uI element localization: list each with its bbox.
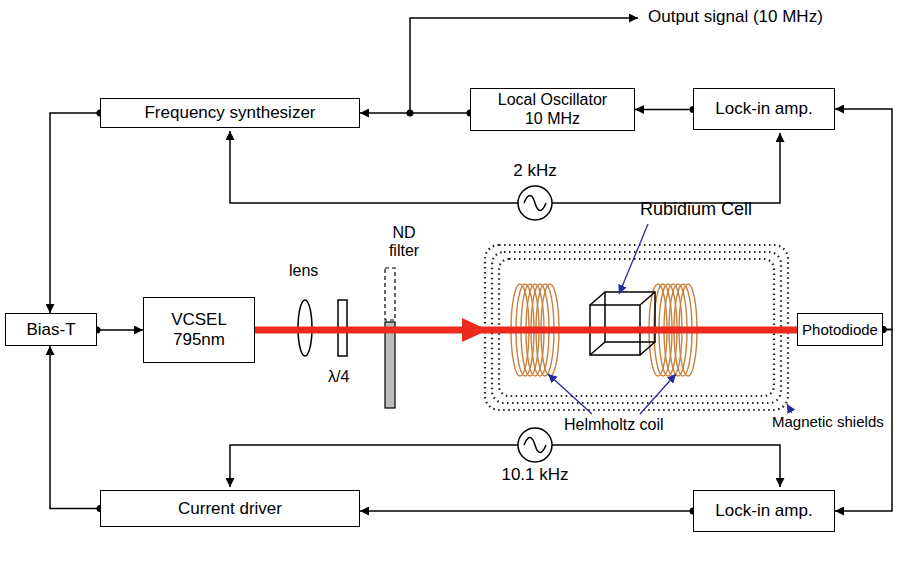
driver-box: Current driver (100, 490, 360, 527)
detector-box: Photodiode (797, 313, 883, 346)
nd-filter-in (385, 322, 395, 408)
reference-wire (552, 133, 780, 203)
box-label: Bias-T (26, 320, 75, 340)
lockin-box: Lock-in amp. (693, 88, 835, 130)
frequency-label: 2 kHz (505, 162, 565, 181)
signal-wire (360, 112, 470, 114)
nd-filter-out (385, 268, 395, 320)
bias-tee-box: Bias-T (5, 313, 97, 346)
leader-line (787, 404, 792, 413)
leader-line (548, 374, 592, 414)
signal-wire (97, 329, 143, 331)
oscillator-box: Local Oscillator 10 MHz (470, 88, 635, 131)
box-label: Lock-in amp. (715, 99, 812, 119)
modulation-wire (230, 131, 518, 203)
laser-box: VCSEL 795nm (143, 297, 255, 363)
reference-wire (552, 445, 780, 487)
box-label: Lock-in amp. (715, 501, 812, 521)
sine-symbol (524, 438, 546, 453)
laser-beam (255, 327, 797, 334)
modulation-wire (230, 445, 518, 487)
synthesizer-box: Frequency synthesizer (100, 98, 360, 128)
signal-wire (360, 510, 693, 512)
part-label: Helmholtz coil (562, 416, 666, 434)
signal-wire (50, 113, 100, 313)
sine-symbol (524, 196, 546, 211)
part-label: λ/4 (328, 368, 349, 386)
box-label: Frequency synthesizer (144, 103, 315, 123)
part-label: Magnetic shields (770, 414, 886, 431)
leader-line (619, 224, 648, 294)
signal-wire (635, 109, 693, 111)
signal-label: Output signal (10 MHz) (648, 8, 823, 27)
frequency-label: 10.1 kHz (500, 466, 570, 485)
rubidium-cell (590, 292, 655, 355)
signal-wire (835, 109, 892, 330)
part-label: ND filter (380, 224, 428, 259)
leader-line (640, 374, 676, 414)
signal-wire (50, 346, 100, 509)
oscillator-symbol (518, 428, 552, 462)
part-label: lens (289, 262, 318, 280)
box-label: Photodiode (802, 321, 878, 338)
box-label: Local Oscillator 10 MHz (492, 91, 614, 128)
lockin-box: Lock-in amp. (693, 490, 835, 532)
box-label: Current driver (178, 499, 282, 519)
part-label: Rubidium Cell (640, 200, 752, 220)
box-label: VCSEL 795nm (164, 310, 234, 349)
oscillator-symbol (518, 186, 552, 220)
